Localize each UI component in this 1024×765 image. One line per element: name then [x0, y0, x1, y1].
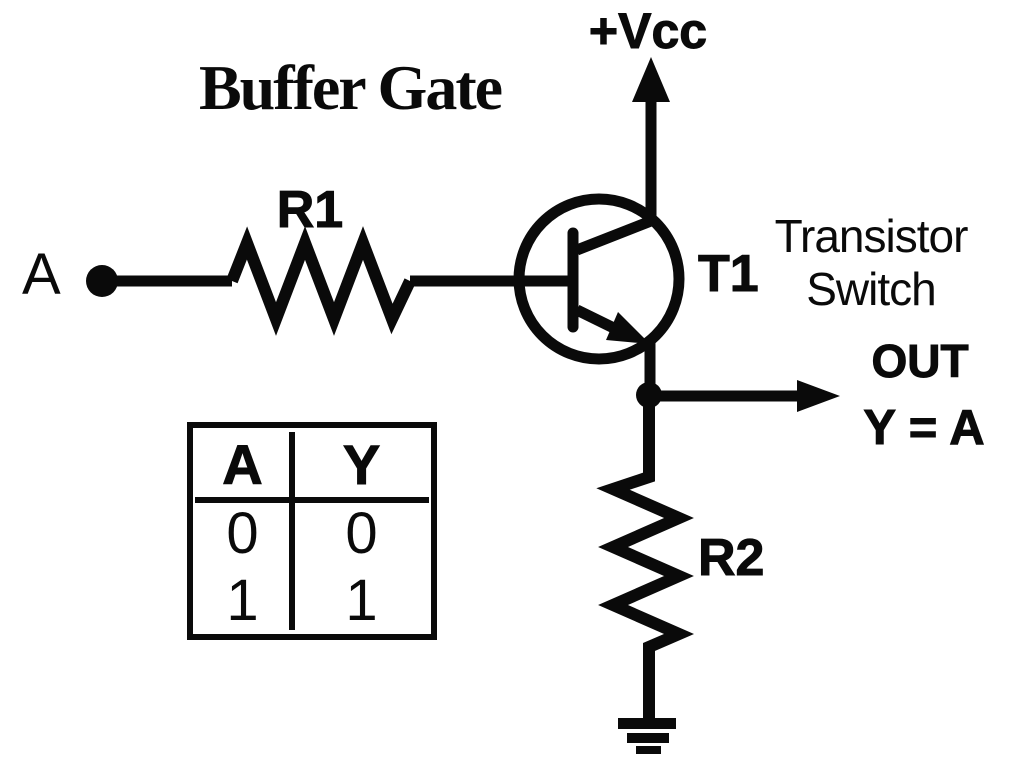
output-equation-label: Y = A [863, 401, 985, 455]
transistor-t1-label: T1 [698, 245, 760, 303]
emitter-arrow-icon [606, 312, 650, 344]
vcc-arrow-up-icon [632, 57, 670, 102]
diagram-title: Buffer Gate [198, 52, 503, 123]
truth-table-cell-r0c1: 0 [345, 501, 378, 566]
out-label: OUT [871, 335, 969, 387]
truth-table: A Y 0 0 1 1 [187, 422, 437, 640]
input-a-label: A [22, 242, 61, 307]
resistor-r1-label: R1 [276, 181, 344, 239]
input-terminal-dot [86, 265, 118, 297]
collector-wire [574, 100, 657, 256]
truth-table-horizontal-divider [195, 497, 429, 503]
ground-bar-1 [618, 718, 676, 729]
ground-bar-2 [627, 733, 669, 743]
caption-line-2: Switch [806, 262, 936, 315]
resistor-r2-label: R2 [697, 529, 765, 587]
output-arrow-right-icon [797, 380, 840, 412]
truth-table-cell-r1c0: 1 [226, 568, 259, 633]
truth-table-header-a: A [222, 432, 263, 496]
resistor-r1-zigzag [226, 226, 416, 336]
truth-table-cell-r0c0: 0 [226, 501, 259, 566]
truth-table-grid: A Y 0 0 1 1 [193, 428, 431, 634]
ground-bar-3 [636, 746, 661, 754]
truth-table-vertical-divider [289, 432, 295, 630]
truth-table-header-y: Y [342, 432, 381, 496]
vcc-label: +Vcc [588, 3, 708, 59]
caption-line-1: Transistor [774, 210, 969, 262]
truth-table-cell-r1c1: 1 [345, 568, 378, 633]
ground-icon [618, 718, 676, 754]
transistor-switch-caption: Transistor Switch [774, 210, 969, 316]
resistor-r2-zigzag [596, 400, 695, 722]
